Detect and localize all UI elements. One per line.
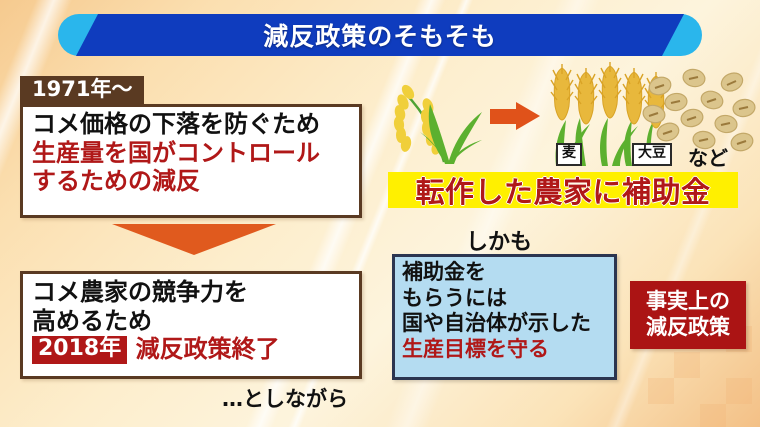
left-footnote: …としながら (222, 387, 348, 411)
box2-line-2: 高めるため (32, 306, 152, 335)
box1-line-1: コメ価格の下落を防ぐため (32, 110, 320, 138)
rice-plant-icon (393, 84, 482, 164)
crop-conversion-illustration (382, 62, 758, 168)
down-triangle-arrow-icon (112, 224, 276, 255)
wheat-stalks-icon (550, 62, 668, 166)
soybeans-icon (642, 68, 756, 152)
connector-text: しかも (466, 230, 533, 255)
box1-line-3: するための減反 (32, 167, 200, 196)
page-title: 減反政策のそもそも (263, 22, 497, 51)
de-facto-policy-badge: 事実上の 減反政策 (630, 281, 746, 349)
year-tab-1971: 1971年〜 (20, 76, 145, 105)
subsidy-condition-box: 補助金を もらうには 国や自治体が示した 生産目標を守る (392, 254, 617, 380)
fact-badge-line-1: 事実上の (646, 289, 730, 314)
policy-end-text: 減反政策終了 (135, 335, 280, 364)
subsidy-highlight-text: 転作した農家に補助金 (415, 175, 711, 209)
crop-label-etc: など (688, 146, 728, 170)
box1-line-2: 生産量を国がコントロール (32, 138, 320, 167)
crop-label-wheat: 麦 (556, 143, 582, 166)
box3-line-3: 国や自治体が示した (402, 311, 591, 336)
right-arrow-icon (490, 102, 540, 130)
box2-line-3: 2018年 減反政策終了 (32, 335, 359, 364)
year-badge-2018: 2018年 (32, 336, 128, 364)
policy-end-box: コメ農家の競争力を 高めるため 2018年 減反政策終了 (20, 271, 362, 379)
title-core (76, 14, 684, 56)
box3-line-1: 補助金を (402, 260, 486, 284)
box3-line-4: 生産目標を守る (402, 336, 549, 361)
title-banner: 減反政策のそもそも (58, 14, 702, 56)
box2-line-1: コメ農家の競争力を (32, 278, 248, 306)
policy-origin-box: コメ価格の下落を防ぐため 生産量を国がコントロール するための減反 (20, 104, 362, 218)
crop-label-soybean: 大豆 (632, 143, 672, 166)
fact-badge-line-2: 減反政策 (646, 315, 730, 339)
box3-line-2: もらうには (402, 285, 507, 310)
subsidy-highlight-bar: 転作した農家に補助金 (388, 172, 738, 209)
